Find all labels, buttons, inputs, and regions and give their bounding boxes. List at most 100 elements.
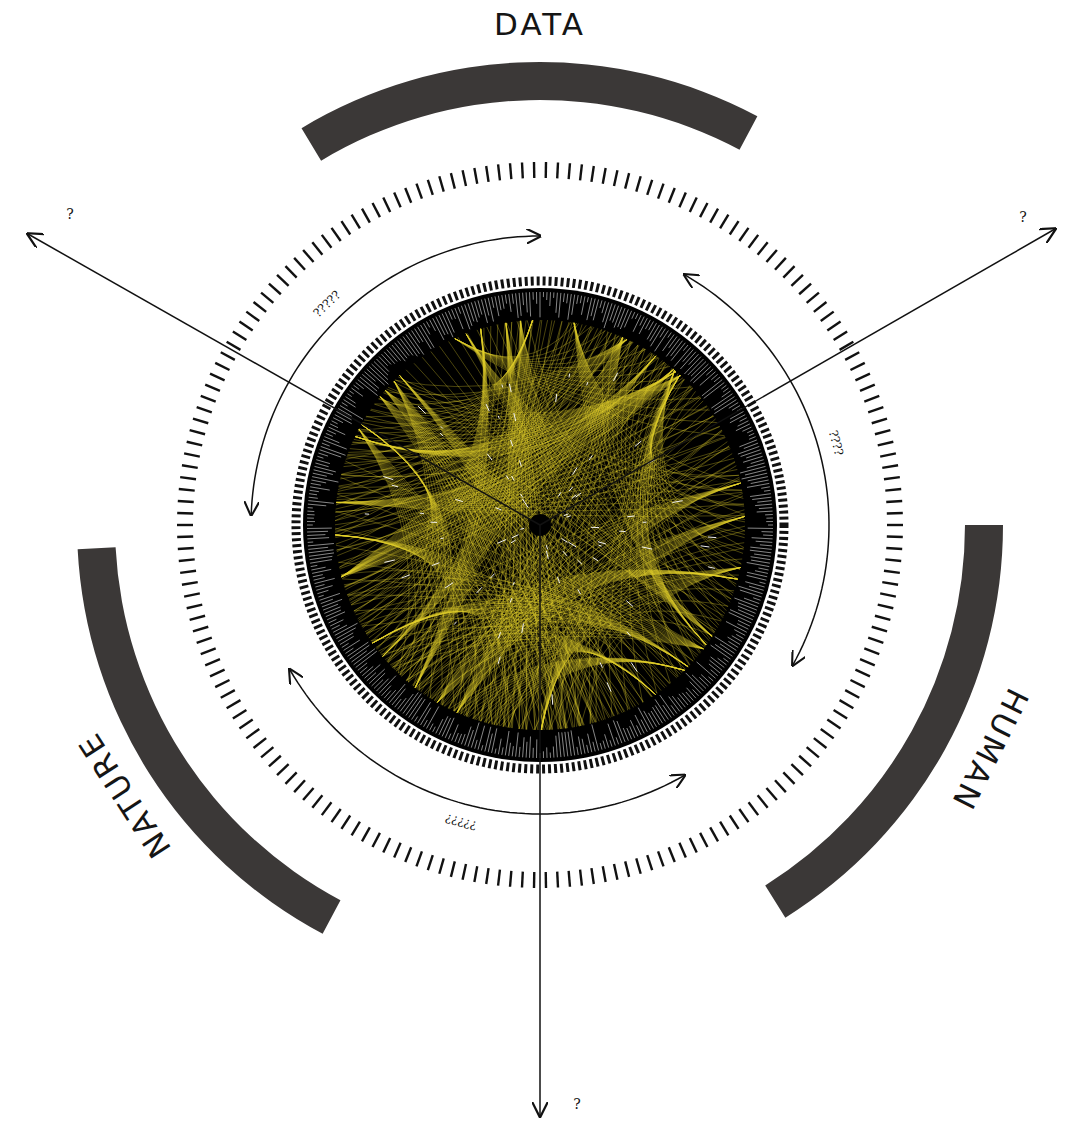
network-strand <box>485 483 741 722</box>
network-fleck <box>498 416 499 419</box>
fringe-stroke <box>465 727 471 746</box>
ring-tick <box>521 872 524 888</box>
network-strand <box>335 369 673 531</box>
ring-tick <box>416 184 421 199</box>
ring-tick <box>669 188 675 203</box>
fringe-stroke <box>362 374 379 388</box>
fringe-stroke <box>616 737 619 744</box>
fringe-stroke <box>752 497 771 499</box>
fringe-stroke <box>403 693 418 714</box>
network-strand <box>335 535 509 728</box>
fringe-stroke <box>465 305 472 326</box>
network-strand <box>455 327 591 359</box>
fringe-stroke <box>321 446 346 455</box>
fringe-stroke <box>367 369 385 385</box>
fringe-stroke <box>439 716 448 735</box>
fringe-stroke <box>478 300 482 314</box>
fringe-stroke <box>613 720 622 743</box>
fringe-stroke <box>647 323 656 339</box>
fringe-stroke <box>309 494 317 495</box>
network-fleck <box>562 539 568 543</box>
fringe-stroke <box>427 322 430 328</box>
fringe-stroke <box>711 645 731 659</box>
fringe-stroke <box>307 538 329 539</box>
fringe-stroke <box>593 742 595 752</box>
network-strand <box>520 321 552 730</box>
fringe-stroke <box>651 711 659 725</box>
fringe-stroke <box>338 633 353 642</box>
ring-tick <box>850 363 864 370</box>
ring-tick <box>614 170 617 186</box>
ring-tick <box>439 176 443 191</box>
fringe-stroke <box>523 737 525 757</box>
ring-tick <box>254 302 267 312</box>
fringe-stroke <box>720 644 735 654</box>
ring-tick <box>880 593 896 596</box>
fringe-stroke <box>412 699 426 719</box>
ring-tick <box>182 582 198 585</box>
fringe-stroke <box>608 724 615 746</box>
fringe-stroke <box>614 307 622 328</box>
ring-tick <box>261 293 273 303</box>
fringe-stroke <box>750 494 771 497</box>
fringe-stroke <box>749 433 754 435</box>
ring-tick <box>775 258 786 270</box>
fringe-stroke <box>530 737 531 758</box>
fringe-stroke <box>648 713 656 727</box>
fringe-stroke <box>593 300 598 321</box>
fringe-stroke <box>308 542 314 543</box>
fringe-stroke <box>693 367 711 383</box>
fringe-stroke <box>723 658 728 662</box>
fringe-stroke <box>736 634 743 638</box>
ring-tick <box>872 419 887 424</box>
network-fleck <box>441 538 444 539</box>
ring-tick <box>720 215 728 229</box>
ring-tick <box>341 815 350 828</box>
edge-label: ????? <box>441 810 480 833</box>
network-strand <box>455 339 718 423</box>
fringe-stroke <box>620 309 628 329</box>
ring-tick <box>884 477 900 479</box>
ring-tick <box>614 864 617 880</box>
network-strand <box>455 331 606 360</box>
fringe-stroke <box>637 725 642 735</box>
question-mark: ? <box>66 206 74 222</box>
fringe-stroke <box>488 298 493 322</box>
ring-tick <box>827 720 840 729</box>
fringe-stroke <box>755 571 768 574</box>
fringe-stroke <box>350 645 370 659</box>
fringe-stroke <box>384 352 395 364</box>
network-fleck <box>496 508 502 510</box>
fringe-stroke <box>671 343 685 361</box>
category-band: DATA <box>290 0 790 180</box>
ring-tick <box>362 827 370 841</box>
ring-tick <box>239 321 252 330</box>
network-fleck <box>420 513 424 514</box>
fringe-stroke <box>468 303 474 321</box>
ring-tick <box>190 616 205 620</box>
fringe-stroke <box>766 521 773 522</box>
fringe-stroke <box>307 521 315 522</box>
network-fleck <box>418 406 426 413</box>
fringe-stroke <box>587 297 588 302</box>
ring-tick <box>864 648 879 654</box>
network-strand <box>645 385 706 645</box>
ring-tick <box>521 162 524 178</box>
network-fleck <box>578 589 581 594</box>
ring-tick <box>180 571 196 573</box>
fringe-stroke <box>329 427 346 435</box>
network-fleck <box>476 587 482 593</box>
fringe-stroke <box>526 742 528 758</box>
ring-tick <box>294 258 305 270</box>
fringe-stroke <box>458 734 462 743</box>
fringe-stroke <box>747 563 770 567</box>
fringe-stroke <box>312 477 338 483</box>
fringe-stroke <box>461 306 470 330</box>
category-band: NATURE <box>60 500 360 940</box>
ring-tick <box>884 571 900 573</box>
fringe-stroke <box>759 508 772 509</box>
fringe-stroke <box>533 292 534 300</box>
fringe-stroke <box>409 698 423 718</box>
fringe-stroke <box>327 612 345 620</box>
ring-tick <box>885 489 901 491</box>
